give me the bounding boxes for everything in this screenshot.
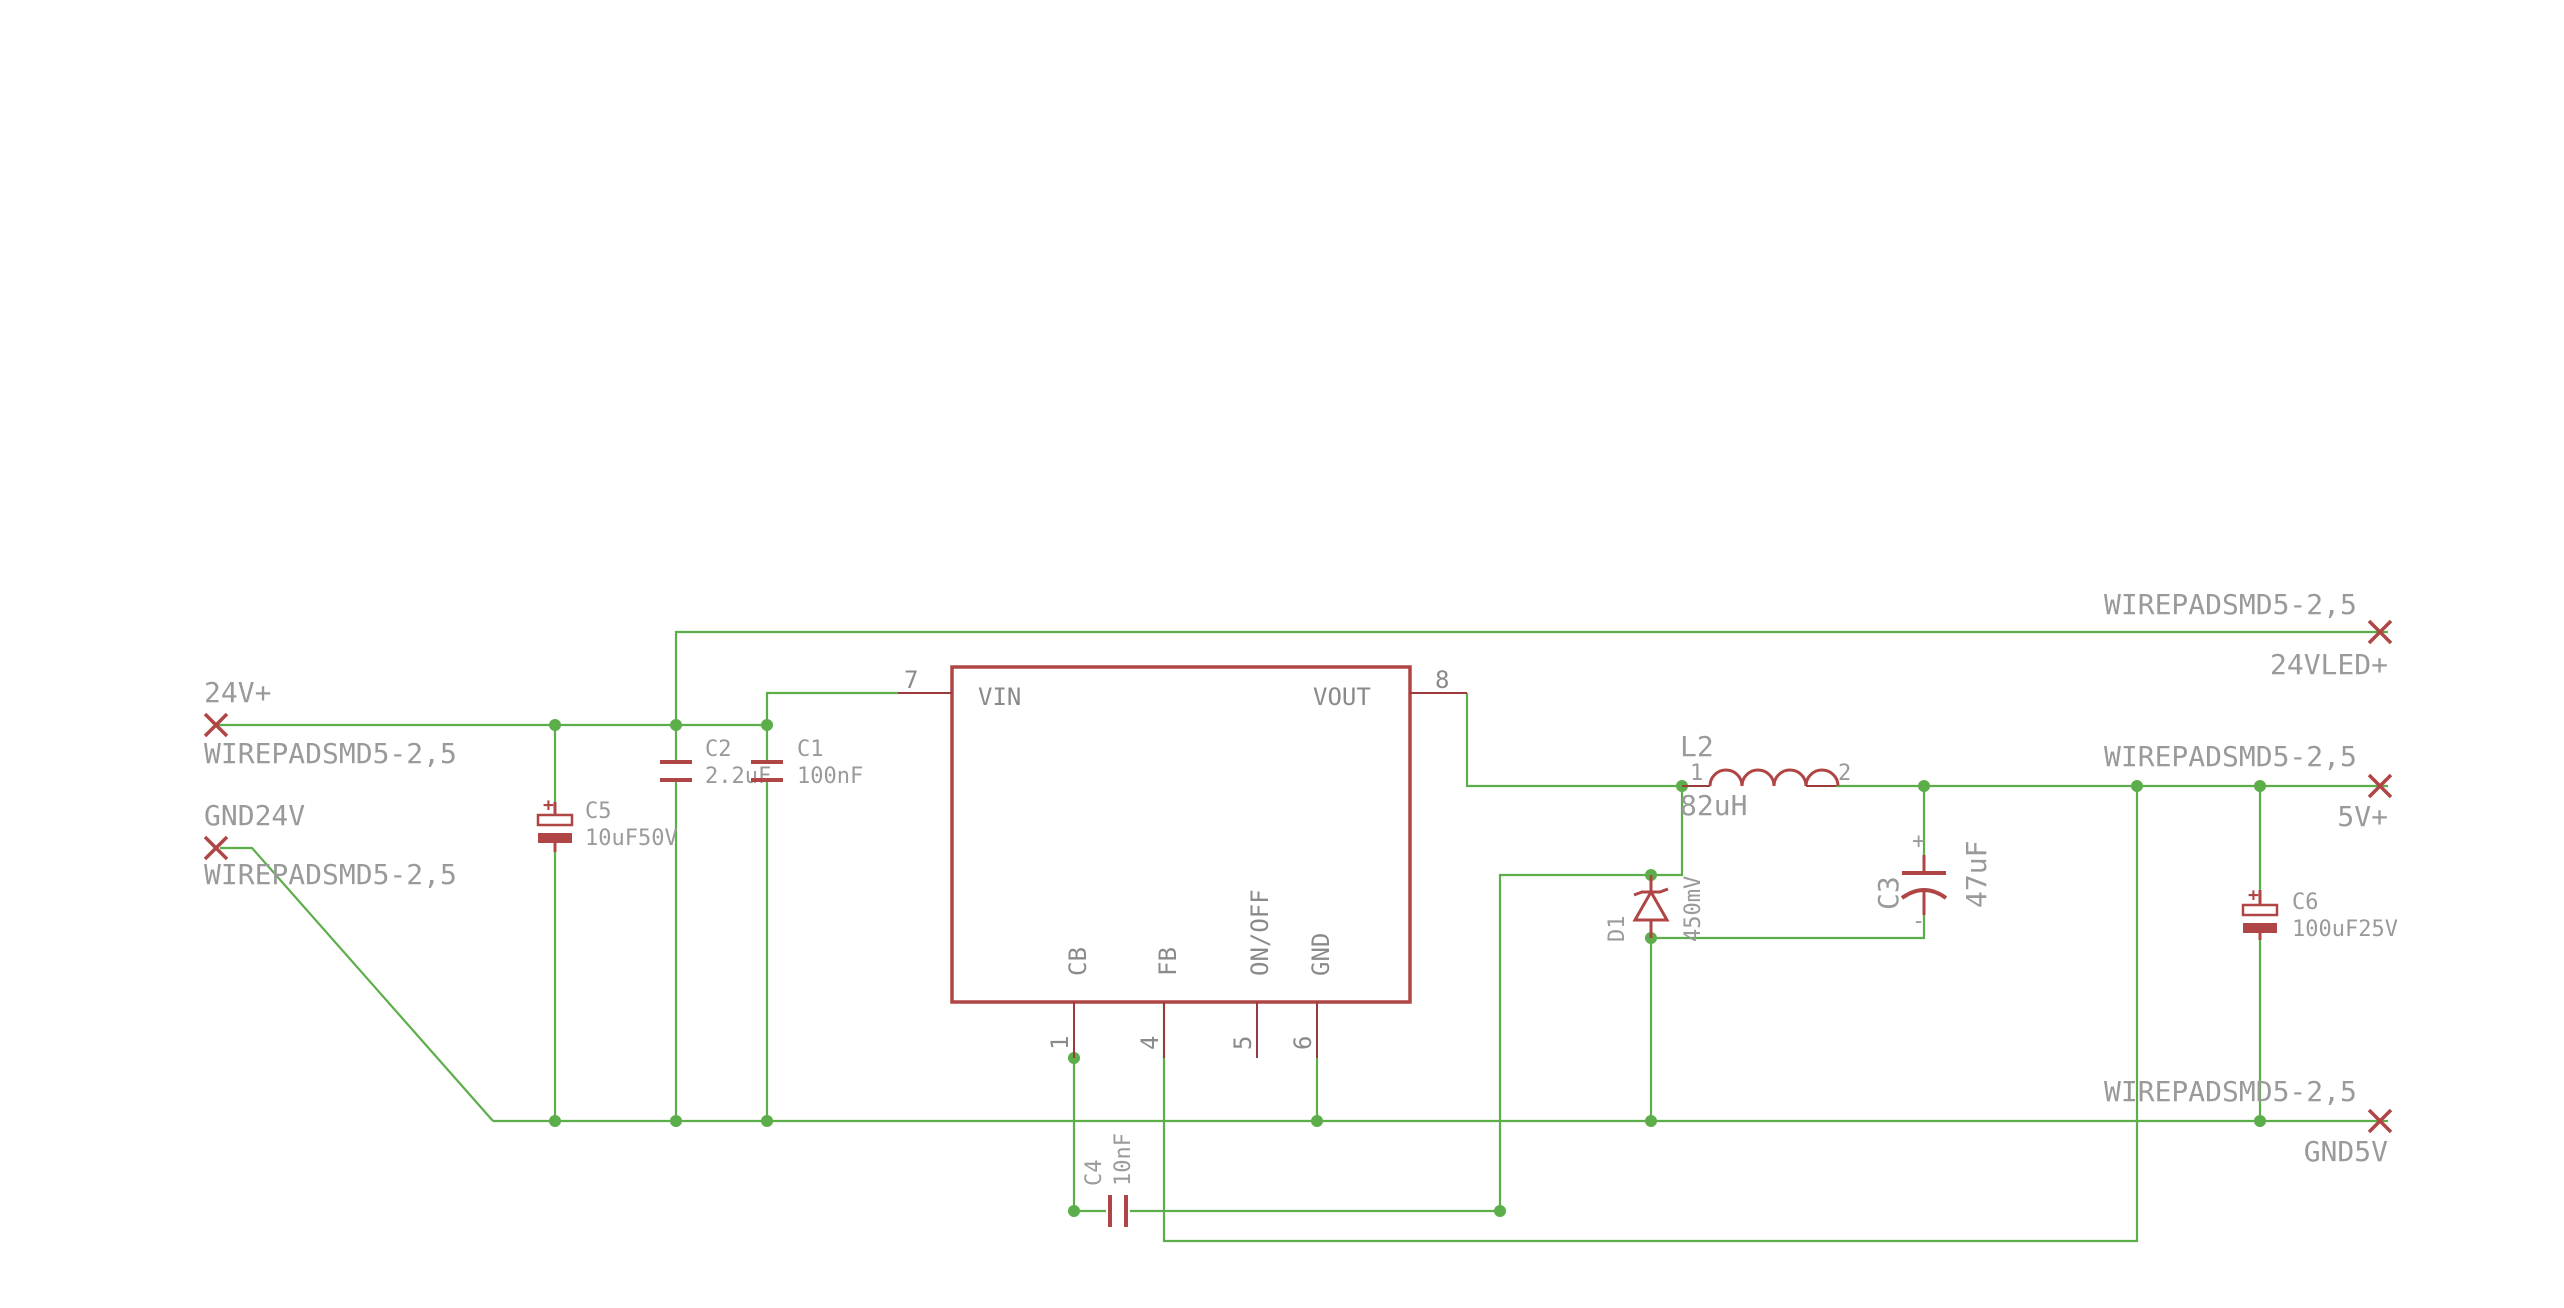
capacitor-plate-hollow: [536, 813, 574, 827]
pad-x-icon: [203, 712, 229, 738]
inductor-pin2: 2: [1838, 761, 1851, 786]
net-vout: [1465, 693, 1682, 788]
ic-pin-num-fb: 4: [1136, 1036, 1164, 1050]
junction-dot: [1918, 780, 1930, 792]
connector-gnd24v[interactable]: GND24V WIREPADSMD5-2,5: [203, 799, 457, 891]
ic-pin-label-onoff: ON/OFF: [1246, 889, 1274, 976]
junction-dot: [761, 719, 773, 731]
capacitor-c2[interactable]: C2 2.2uF: [660, 737, 771, 789]
capacitor-value: 10uF50V: [585, 826, 678, 851]
pad-x-icon: [2367, 1108, 2393, 1134]
capacitor-name: C5: [585, 799, 612, 824]
connector-name: 24V+: [204, 676, 271, 709]
polarity-minus: -: [1912, 909, 1925, 934]
junction-dot: [549, 719, 561, 731]
junction-dot: [1645, 1115, 1657, 1127]
diode-d1[interactable]: D1 450mV: [1605, 875, 1706, 942]
junction-dot: [670, 1115, 682, 1127]
capacitor-plate-hollow: [2241, 903, 2279, 917]
capacitor-c1[interactable]: C1 100nF: [751, 737, 863, 789]
connector-name: GND24V: [204, 799, 305, 832]
connector-name: 5V+: [2337, 800, 2388, 833]
polarity-plus: +: [2248, 885, 2259, 906]
inductor-l2[interactable]: L2 82uH 1 2: [1680, 730, 1851, 822]
ic-pin-label-fb: FB: [1154, 947, 1182, 976]
junction-dot: [2131, 780, 2143, 792]
net-c3: [1651, 786, 1926, 940]
capacitor-name: C4: [1082, 1160, 1107, 1187]
pad-x-icon: [2367, 619, 2393, 645]
diode-value: 450mV: [1681, 876, 1706, 942]
regulator-ic[interactable]: VIN VOUT 7 8 CB FB ON/OFF GND 1 4 5 6: [898, 665, 1467, 1058]
connector-package: WIREPADSMD5-2,5: [2104, 1075, 2357, 1108]
capacitor-value: 47uF: [1960, 841, 1993, 908]
connector-package: WIREPADSMD5-2,5: [204, 737, 457, 770]
inductor-value: 82uH: [1680, 789, 1747, 822]
ic-pin-label-gnd: GND: [1307, 933, 1335, 976]
capacitor-value: 10nF: [1111, 1133, 1136, 1186]
capacitor-name: C2: [705, 737, 732, 762]
connector-package: WIREPADSMD5-2,5: [204, 858, 457, 891]
polarity-plus: +: [1912, 829, 1925, 854]
inductor-pin1: 1: [1690, 761, 1703, 786]
capacitor-value: 2.2uF: [705, 764, 771, 789]
ic-pin-label-vin: VIN: [978, 683, 1021, 711]
junction-dot: [1311, 1115, 1323, 1127]
junction-dot: [1068, 1205, 1080, 1217]
connector-24vled[interactable]: WIREPADSMD5-2,5 24VLED+: [2104, 588, 2393, 681]
connector-package: WIREPADSMD5-2,5: [2104, 588, 2357, 621]
capacitor-name: C3: [1872, 876, 1905, 910]
junctions: [549, 719, 2266, 1217]
junction-dot: [1494, 1205, 1506, 1217]
net-24v-rail: [214, 691, 898, 727]
connector-name: 24VLED+: [2270, 648, 2388, 681]
connector-package: WIREPADSMD5-2,5: [2104, 740, 2357, 773]
ic-pin-num-onoff: 5: [1229, 1036, 1257, 1050]
diode-name: D1: [1605, 916, 1630, 943]
net-cb: [1072, 1058, 1106, 1213]
diode-triangle: [1632, 888, 1670, 922]
ic-pin-num-cb: 1: [1046, 1036, 1074, 1050]
capacitor-value: 100uF25V: [2292, 917, 2398, 942]
pad-x-icon: [2367, 773, 2393, 799]
capacitor-c3[interactable]: + - C3 47uF: [1872, 829, 1993, 934]
capacitor-c6[interactable]: + C6 100uF25V: [2241, 885, 2398, 942]
pad-x-icon: [203, 835, 229, 861]
net-switch-node: [1651, 786, 1684, 877]
connector-24v[interactable]: 24V+ WIREPADSMD5-2,5: [203, 676, 457, 770]
capacitor-c5[interactable]: + C5 10uF50V: [536, 795, 678, 852]
wires: [214, 630, 2388, 1243]
net-feedback: [1162, 786, 2139, 1243]
ic-body: [950, 665, 1412, 1004]
ic-pin-num-vout: 8: [1435, 666, 1449, 694]
connector-5v[interactable]: WIREPADSMD5-2,5 5V+: [2104, 740, 2393, 833]
ic-pin-label-vout: VOUT: [1313, 683, 1371, 711]
ic-pin-num-gnd: 6: [1289, 1036, 1317, 1050]
capacitor-name: C1: [797, 737, 824, 762]
polarity-plus: +: [543, 795, 554, 816]
capacitor-plate-filled: [538, 833, 572, 843]
capacitor-name: C6: [2292, 890, 2319, 915]
ic-pin-label-cb: CB: [1064, 947, 1092, 976]
junction-dot: [2254, 1115, 2266, 1127]
net-24vled: [674, 630, 2388, 725]
capacitor-plate-filled: [2243, 923, 2277, 933]
junction-dot: [761, 1115, 773, 1127]
junction-dot: [670, 719, 682, 731]
connector-gnd5v[interactable]: WIREPADSMD5-2,5 GND5V: [2104, 1075, 2393, 1168]
connector-name: GND5V: [2304, 1135, 2388, 1168]
capacitor-value: 100nF: [797, 764, 863, 789]
junction-dot: [2254, 780, 2266, 792]
inductor-coil: [1708, 768, 1840, 787]
ic-pin-num-vin: 7: [904, 666, 918, 694]
net-gnd24v-diagonal: [220, 846, 494, 1122]
inductor-name: L2: [1680, 730, 1714, 763]
capacitor-c4[interactable]: C4 10nF: [1082, 1133, 1136, 1227]
net-bootstrap: [1498, 873, 1651, 1211]
junction-dot: [549, 1115, 561, 1127]
